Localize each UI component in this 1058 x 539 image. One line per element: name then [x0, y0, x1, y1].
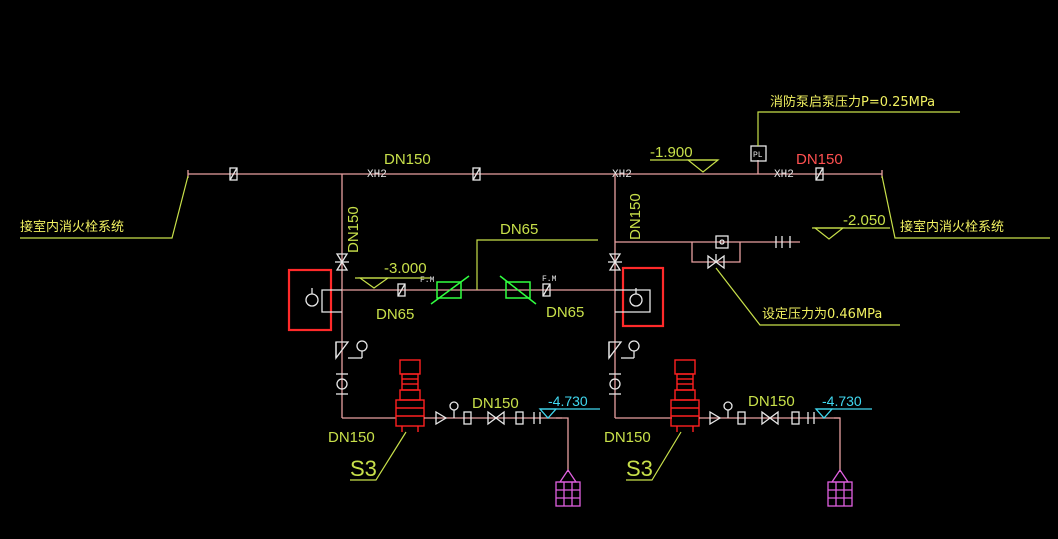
left-pump-assembly: DN150 -4.730 S3: [342, 359, 600, 507]
main-header-pipe: [187, 167, 883, 181]
left-system-leader: 接室内消火栓系统: [20, 175, 189, 239]
right-system-label: 接室内消火栓系统: [900, 219, 1004, 235]
bridge-pipe: DN65 DN65 DN65 F.M F.M -3.000: [342, 221, 615, 323]
pipe-size-main-top-right: DN150: [796, 151, 843, 168]
elevation-right: -2.050: [843, 212, 886, 229]
pipe-size-pump-left: DN150: [472, 395, 519, 412]
left-system-label: 接室内消火栓系统: [20, 219, 124, 235]
set-pressure-label: 设定压力为0.46MPa: [762, 307, 882, 322]
elevation-pool-right: -4.730: [822, 393, 862, 409]
pressure-relief-branch: 设定压力为0.46MPa -2.050: [615, 212, 900, 326]
pipe-size-main-top: DN150: [384, 151, 431, 168]
pipe-size-bridge-right: DN65: [546, 304, 584, 321]
right-system-leader: 接室内消火栓系统: [881, 175, 1050, 239]
pipe-size-riser-left: DN150: [345, 206, 362, 253]
pipe-size-suction-right: DN150: [604, 429, 651, 446]
pressure-switch: PL 消防泵启泵压力P=0.25MPa: [750, 94, 960, 174]
right-fire-pump: [670, 359, 700, 432]
pump-start-pressure-label: 消防泵启泵压力P=0.25MPa: [770, 94, 935, 110]
elevation-mid: -3.000: [384, 260, 427, 277]
pipe-size-pump-right: DN150: [748, 393, 795, 410]
tag-xh-right: XH2: [774, 169, 794, 181]
svg-text:-1.900: -1.900: [650, 144, 693, 161]
right-air-pressure-tank: [615, 266, 665, 328]
pipe-size-bridge-top: DN65: [500, 221, 538, 238]
tag-xh-left: XH2: [367, 169, 387, 181]
pump-label-right: S3: [626, 456, 653, 481]
right-pump-assembly: DN150 -4.730 S3: [615, 359, 872, 507]
pressure-switch-label: PL: [753, 151, 763, 160]
tag-fm-right: F.M: [542, 275, 557, 284]
pump-label-left: S3: [350, 456, 377, 481]
pipe-size-riser-right: DN150: [627, 193, 644, 240]
pipe-size-bridge-left: DN65: [376, 306, 414, 323]
tag-fm-left: F.M: [420, 276, 435, 285]
right-riser: DN150 DN150: [604, 174, 651, 446]
left-riser: DN150 DN150: [328, 174, 375, 446]
pipe-size-suction-left: DN150: [328, 429, 375, 446]
tag-xh-mid: XH2: [612, 169, 632, 181]
left-air-pressure-tank: [287, 268, 342, 332]
elevation-pool-left: -4.730: [548, 393, 588, 409]
elevation-top: -1.900: [650, 144, 720, 173]
left-fire-pump: [395, 359, 425, 432]
